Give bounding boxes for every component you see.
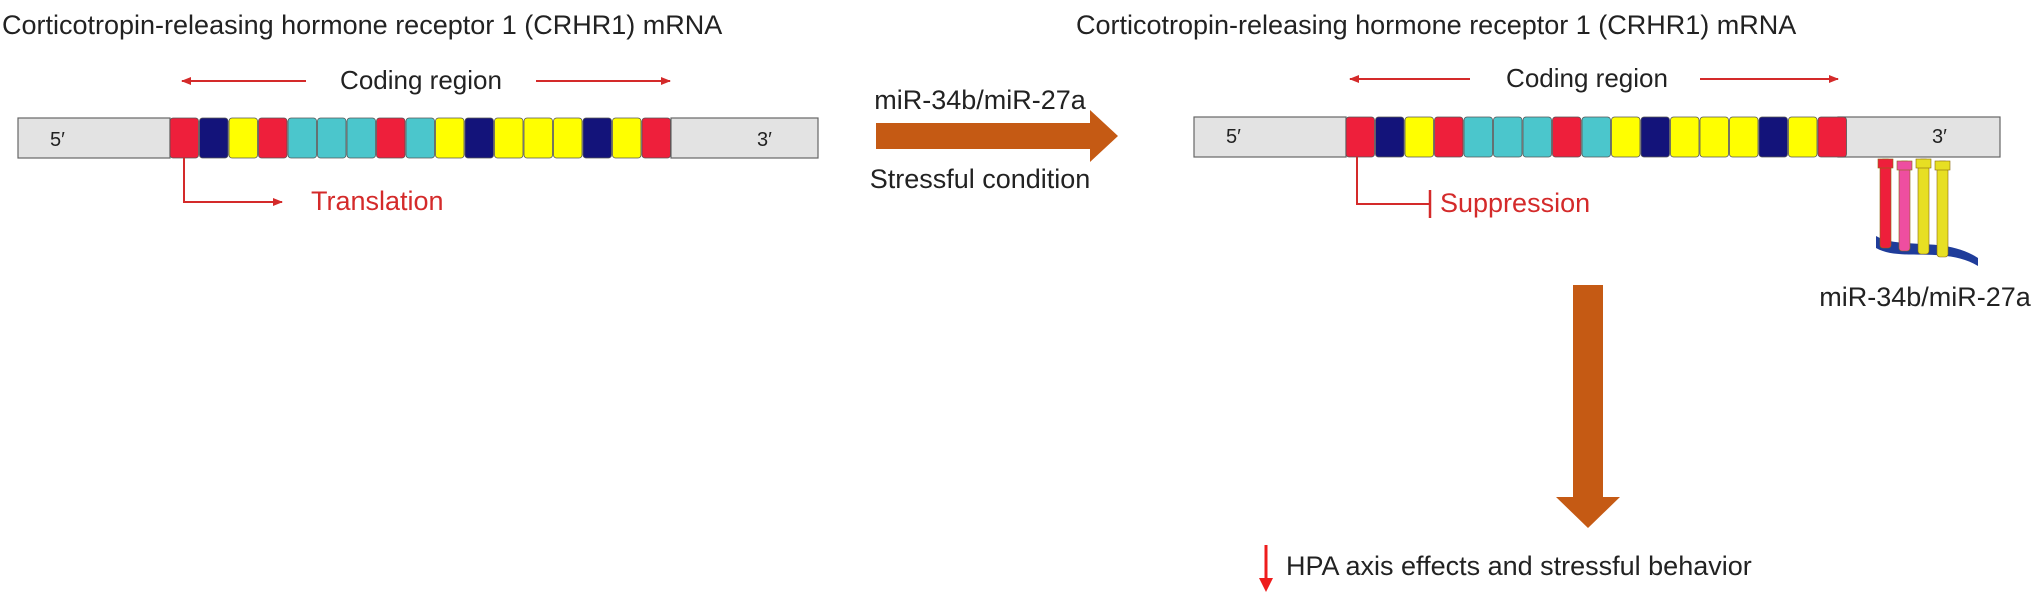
decrease-arrow-icon: [1259, 545, 1273, 592]
mirna-stem: [1917, 158, 1930, 255]
transition-arrow: [876, 110, 1118, 162]
left-codon-yellow: [612, 117, 642, 159]
right-codon-navy: [1758, 116, 1788, 158]
right-codon-cyan: [1463, 116, 1493, 158]
mirna-stem-cap: [1934, 160, 1951, 171]
right-panel: Corticotropin-releasing hormone receptor…: [1076, 10, 2032, 528]
right-codon-yellow: [1670, 116, 1700, 158]
right-codon-red: [1434, 116, 1464, 158]
left-codon-yellow: [228, 117, 258, 159]
right-title: Corticotropin-releasing hormone receptor…: [1076, 10, 1796, 40]
right-3prime-label: 3′: [1932, 126, 1947, 148]
right-codon-red: [1345, 116, 1375, 158]
left-codon-cyan: [346, 117, 376, 159]
left-codon-yellow: [523, 117, 553, 159]
transition-top-label: miR-34b/miR-27a: [874, 85, 1087, 115]
right-outcome-label: Suppression: [1440, 188, 1590, 218]
right-codon-red: [1552, 116, 1582, 158]
right-codon-cyan: [1522, 116, 1552, 158]
mirna-stem: [1936, 160, 1949, 258]
left-codon-yellow: [435, 117, 465, 159]
result-down-arrow: [1556, 285, 1620, 528]
right-codon-yellow: [1788, 116, 1818, 158]
transition: miR-34b/miR-27a Stressful condition: [870, 85, 1118, 194]
mirna-stem-cap: [1877, 158, 1894, 169]
right-codon-blocks: [1345, 116, 1847, 158]
mirna-stem-cap: [1915, 158, 1932, 169]
left-codon-red: [258, 117, 288, 159]
left-codon-navy: [199, 117, 229, 159]
left-coding-region-label: Coding region: [340, 65, 502, 95]
left-codon-red: [376, 117, 406, 159]
mirna-stem-cap: [1896, 160, 1913, 171]
left-codon-cyan: [405, 117, 435, 159]
left-codon-cyan: [317, 117, 347, 159]
left-title: Corticotropin-releasing hormone receptor…: [2, 10, 722, 40]
right-codon-navy: [1640, 116, 1670, 158]
left-codon-yellow: [553, 117, 583, 159]
left-codon-red: [641, 117, 671, 159]
left-5prime-label: 5′: [50, 129, 65, 151]
left-codon-blocks: [169, 117, 671, 159]
right-codon-navy: [1375, 116, 1405, 158]
transition-bottom-label: Stressful condition: [870, 164, 1091, 194]
left-codon-yellow: [494, 117, 524, 159]
left-3prime-label: 3′: [757, 129, 772, 151]
left-3utr: [670, 117, 819, 159]
right-5prime-label: 5′: [1226, 126, 1241, 148]
right-3utr: [1837, 116, 2001, 158]
left-mrna-strand: [17, 117, 819, 159]
right-mirna-label: miR-34b/miR-27a: [1819, 282, 2032, 312]
result: HPA axis effects and stressful behavior: [1259, 545, 1752, 592]
left-panel: Corticotropin-releasing hormone receptor…: [2, 10, 819, 216]
mirna-stem: [1879, 158, 1892, 249]
right-codon-yellow: [1611, 116, 1641, 158]
mirna-complex-icon: [1876, 158, 1978, 266]
right-codon-red: [1817, 116, 1847, 158]
right-5utr: [1193, 116, 1347, 158]
right-codon-cyan: [1493, 116, 1523, 158]
left-codon-navy: [464, 117, 494, 159]
mirna-stem: [1898, 160, 1911, 252]
left-translation-arrow: [183, 158, 283, 206]
right-codon-cyan: [1581, 116, 1611, 158]
right-codon-yellow: [1404, 116, 1434, 158]
right-codon-yellow: [1729, 116, 1759, 158]
left-codon-navy: [582, 117, 612, 159]
mirna-stems: [1877, 158, 1951, 258]
left-outcome-label: Translation: [311, 186, 444, 216]
right-coding-region-label: Coding region: [1506, 63, 1668, 93]
result-text: HPA axis effects and stressful behavior: [1286, 551, 1752, 581]
left-codon-red: [169, 117, 199, 159]
left-codon-cyan: [287, 117, 317, 159]
right-mrna-strand: [1193, 116, 2001, 158]
right-codon-yellow: [1699, 116, 1729, 158]
right-suppression-marker: [1356, 157, 1432, 218]
left-5utr: [17, 117, 171, 159]
